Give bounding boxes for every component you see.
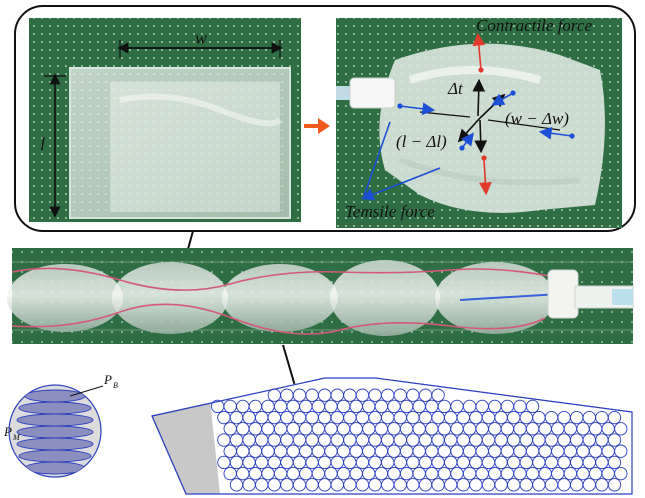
bag-segment-4 bbox=[330, 260, 440, 336]
pressure-b-label: P bbox=[103, 372, 112, 387]
tube-connector bbox=[349, 77, 396, 109]
connector-bottom bbox=[282, 344, 296, 387]
cell-circle bbox=[614, 444, 628, 458]
right-arrow-icon bbox=[304, 118, 330, 134]
cell-circles bbox=[210, 388, 628, 492]
cell-circle bbox=[525, 399, 540, 414]
cell-circle bbox=[607, 410, 622, 425]
cell-circle bbox=[607, 455, 622, 470]
contractile-arrow-down bbox=[479, 159, 492, 196]
thickness-change-label: Δt bbox=[447, 79, 464, 98]
pressure-m-label: P bbox=[3, 424, 12, 439]
cross-section-diagram: P B P M bbox=[3, 372, 118, 478]
cell-circle bbox=[607, 433, 622, 447]
width-label: w bbox=[195, 28, 207, 48]
contractile-arrow-up bbox=[472, 32, 486, 71]
pressure-m-subscript: M bbox=[12, 433, 21, 442]
length-change-label: (l − Δl) bbox=[396, 132, 447, 151]
tensile-pointer-1 bbox=[361, 167, 441, 201]
actuator-connector bbox=[547, 269, 579, 319]
bag-segment-2 bbox=[112, 262, 228, 334]
cell-circle bbox=[614, 422, 628, 436]
tensile-force-label: Temsile force bbox=[345, 202, 435, 221]
bent-cell-array bbox=[151, 377, 633, 495]
length-label: l bbox=[40, 134, 45, 154]
bag-segment-1 bbox=[7, 264, 123, 332]
width-change-label: (w − Δw) bbox=[505, 109, 569, 128]
cell-circle bbox=[614, 466, 628, 481]
thickness-arrow-up bbox=[472, 78, 486, 117]
cell-circle bbox=[607, 478, 622, 492]
bag-segment-3 bbox=[222, 264, 338, 332]
flat-bag-photo bbox=[29, 18, 301, 222]
pressure-b-subscript: B bbox=[113, 381, 118, 390]
flat-bag bbox=[70, 68, 290, 218]
actuator-chain-photo bbox=[7, 248, 634, 344]
cell-circle bbox=[431, 388, 445, 402]
contractile-force-label: Contractile force bbox=[476, 16, 592, 35]
